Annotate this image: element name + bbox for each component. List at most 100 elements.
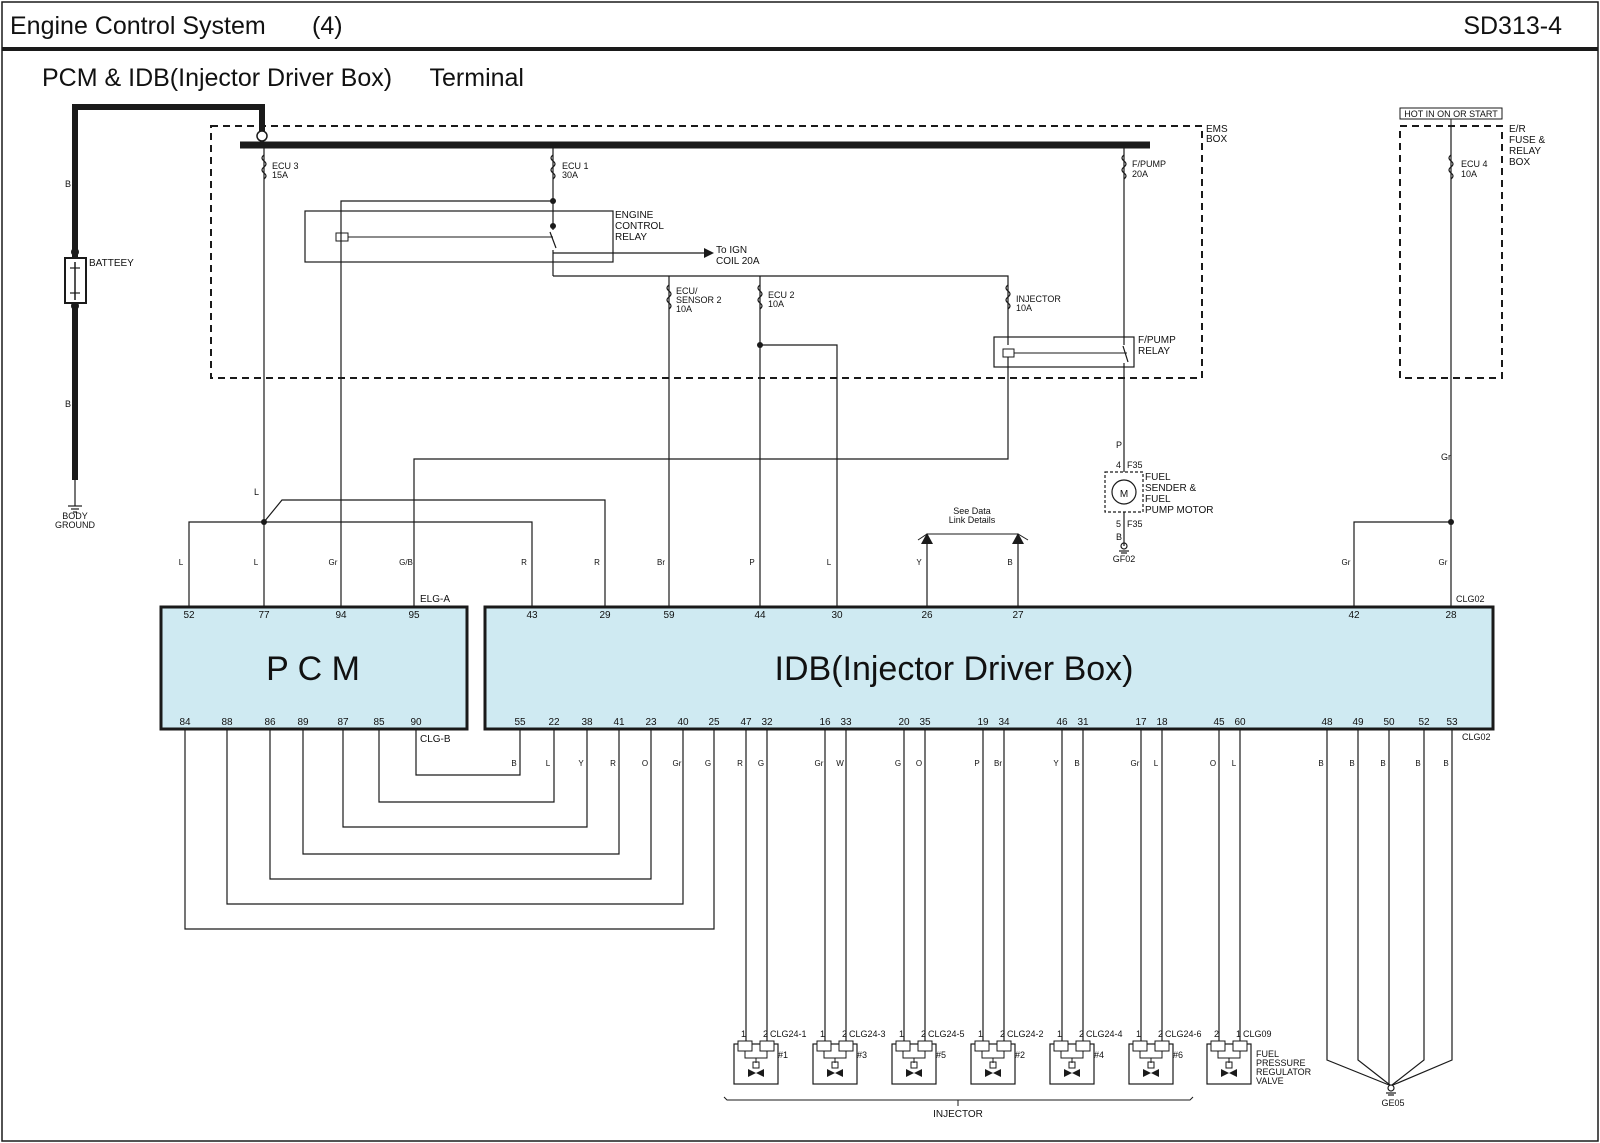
wire-color-label: L — [546, 759, 551, 768]
wire-color-label: B — [1349, 759, 1354, 768]
fuse-injector-rating: 10A — [1016, 303, 1032, 313]
idb-bottom-pin: 31 — [1077, 717, 1089, 728]
injector-connector-label: CLG24-6 — [1165, 1029, 1202, 1039]
wire-color-label: Gr — [329, 558, 338, 567]
idb-bottom-pin: 20 — [898, 717, 910, 728]
injector-icon — [970, 1040, 1016, 1085]
idb-bottom-pin: 41 — [613, 717, 625, 728]
pcm-top-pin: 52 — [183, 610, 195, 621]
connector-pin: 2 — [1214, 1029, 1219, 1039]
labels: BATTEEY B B BODY GROUND EMS BOX HOT IN O… — [55, 109, 1545, 1120]
injector-connector-label: CLG24-1 — [770, 1029, 807, 1039]
wire-color-label: Gr — [673, 759, 682, 768]
pcm-bottom-pin: 89 — [297, 717, 309, 728]
wire-color-label: G — [705, 759, 711, 768]
pcm-bottom-pin: 87 — [337, 717, 349, 728]
ground-icon — [1119, 542, 1129, 554]
wire-color-label: G/B — [399, 558, 413, 567]
valve-connector-label: CLG09 — [1243, 1029, 1272, 1039]
idb-bottom-pin: 35 — [919, 717, 931, 728]
wire-color-label: B — [511, 759, 516, 768]
injector-icon — [733, 1040, 779, 1085]
pcm-top-pin: 77 — [258, 610, 270, 621]
idb-bottom-pin: 19 — [977, 717, 989, 728]
wire-color-label: P — [974, 759, 979, 768]
ems-box-label-1: EMS — [1206, 124, 1228, 135]
data-link-label-1: See Data — [953, 506, 991, 516]
pcm-connector-bottom: CLG-B — [420, 734, 451, 745]
subtitle-left: PCM & IDB(Injector Driver Box) — [42, 64, 393, 92]
fuse-ecu1-rating: 30A — [562, 170, 578, 180]
pump-label-1: FUEL — [1145, 472, 1171, 483]
wire-color-label: R — [610, 759, 616, 768]
wire-color-label: P — [749, 558, 754, 567]
injector-number-label: #2 — [1015, 1050, 1025, 1060]
fuse-ecu2-icon — [757, 284, 763, 310]
junction-dot — [71, 248, 79, 256]
valve-label: REGULATOR — [1256, 1067, 1312, 1077]
pump-label-3: FUEL — [1145, 494, 1171, 505]
injector-number-label: #5 — [936, 1050, 946, 1060]
wire-color-label: B — [1415, 759, 1420, 768]
fpump-relay-label-1: F/PUMP — [1138, 335, 1176, 346]
fuse-fpump-icon — [1121, 154, 1127, 180]
wire-color-label: Gr — [1131, 759, 1140, 768]
fuse-sensor2-name-1: ECU/ — [676, 286, 698, 296]
connector-pin: 1 — [899, 1029, 904, 1039]
idb-top-pin: 27 — [1012, 610, 1024, 621]
pump-pin-bottom: 5 — [1116, 519, 1121, 529]
gf02-label: GF02 — [1113, 554, 1136, 564]
fuse-group — [261, 154, 1454, 310]
wire-color-label: B — [1318, 759, 1323, 768]
ground-icon — [1386, 1084, 1396, 1096]
junction-dot — [71, 302, 79, 310]
idb-bottom-pin: 32 — [761, 717, 773, 728]
er-box-label-4: BOX — [1509, 157, 1530, 168]
injector-connector-label: CLG24-2 — [1007, 1029, 1044, 1039]
idb-top-pin: 28 — [1445, 610, 1457, 621]
ground-icon — [68, 480, 82, 513]
idb-connector-top: CLG02 — [1456, 594, 1485, 604]
junction-dot — [550, 223, 556, 229]
ge05-label: GE05 — [1381, 1098, 1404, 1108]
wire-color-label: O — [1210, 759, 1216, 768]
wire-color-label: Y — [578, 759, 584, 768]
splice-circle-icon — [256, 130, 268, 142]
pcm-bottom-pin: 84 — [179, 717, 191, 728]
injector-icon — [891, 1040, 937, 1085]
connector-pin: 1 — [978, 1029, 983, 1039]
engine-relay-label-1: ENGINE — [615, 210, 654, 221]
idb-bottom-pin: 25 — [708, 717, 720, 728]
injector-connector-label: CLG24-3 — [849, 1029, 886, 1039]
data-link-label-2: Link Details — [949, 515, 996, 525]
page-number: (4) — [312, 12, 343, 40]
idb-module: IDB(Injector Driver Box) — [483, 605, 1495, 731]
pump-pin-top: 4 — [1116, 460, 1121, 470]
wire-color-label: R — [521, 558, 527, 567]
battery-wire-color-top: B — [65, 179, 71, 189]
injector-icon — [812, 1040, 858, 1085]
body-ground-label-2: GROUND — [55, 520, 95, 530]
motor-symbol: M — [1120, 489, 1128, 500]
pump-label-2: SENDER & — [1145, 483, 1196, 494]
fuse-ecu4-icon — [1448, 154, 1454, 180]
junction-dot — [1448, 519, 1454, 525]
wire-color-label: L — [827, 558, 832, 567]
connector-pin: 2 — [1079, 1029, 1084, 1039]
fuse-ecu4-rating: 10A — [1461, 169, 1477, 179]
wire-color-label: Br — [657, 558, 665, 567]
connector-pin: 2 — [763, 1029, 768, 1039]
fuse-injector-name: INJECTOR — [1016, 294, 1061, 304]
to-ign-label-1: To IGN — [716, 245, 747, 256]
idb-top-pin: 44 — [754, 610, 766, 621]
diagram-code: SD313-4 — [1463, 12, 1562, 40]
connector-pin: 2 — [1000, 1029, 1005, 1039]
fuse-ecu2-name: ECU 2 — [768, 290, 795, 300]
valve-icon — [1206, 1040, 1252, 1085]
page-title: Engine Control System — [10, 12, 266, 40]
pcm-bottom-pin: 90 — [410, 717, 422, 728]
wire-color-label: B — [1007, 558, 1012, 567]
connector-pin: 2 — [842, 1029, 847, 1039]
